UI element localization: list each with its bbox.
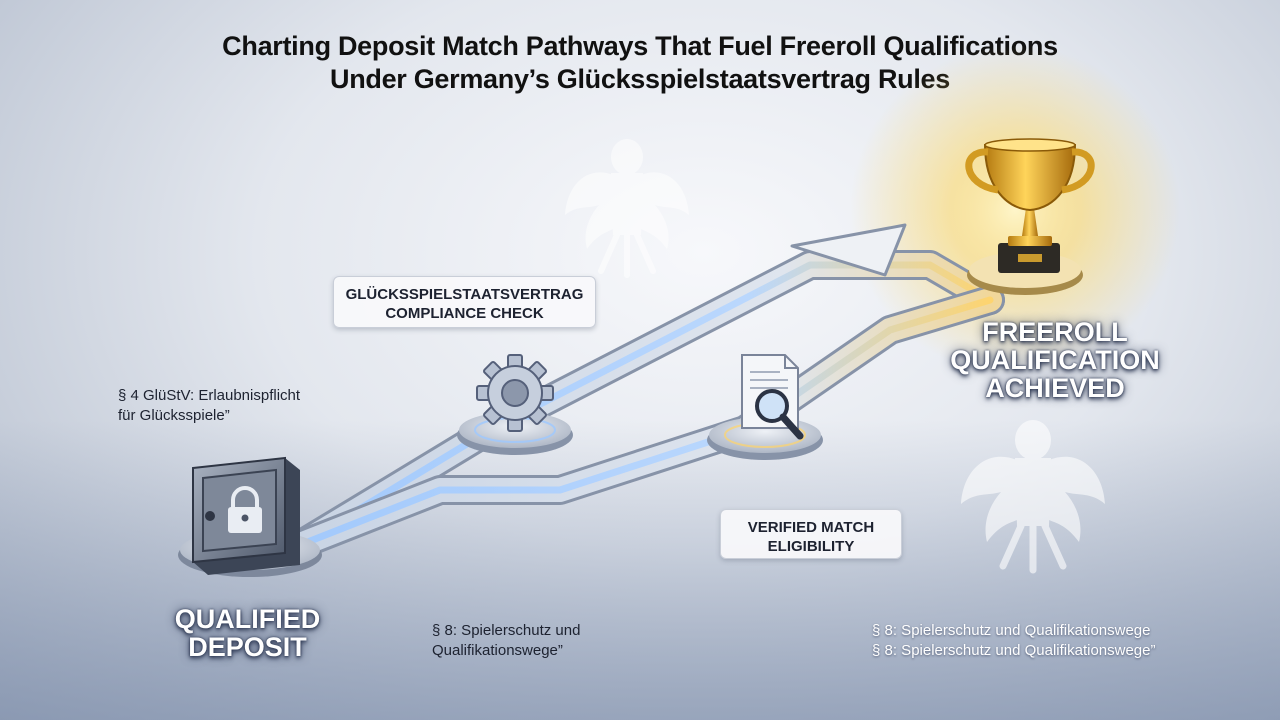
compliance-label-line-1: GLÜCKSSPIELSTAATSVERTRAG <box>345 286 584 303</box>
deposit-node <box>178 456 322 577</box>
trophy-icon <box>965 138 1095 273</box>
citation-section-8-right: § 8: Spielerschutz und Qualifikationsweg… <box>872 621 1156 661</box>
qualified-deposit-label: QUALIFIED DEPOSIT <box>160 605 335 661</box>
freeroll-label-line-3: ACHIEVED <box>985 373 1125 403</box>
deposit-label-line-2: DEPOSIT <box>188 632 307 662</box>
citation-middle-line-2: Qualifikationswege” <box>432 642 563 659</box>
verified-match-label: VERIFIED MATCH ELIGIBILITY <box>720 509 902 559</box>
compliance-label-line-2: COMPLIANCE CHECK <box>385 305 544 322</box>
verified-label-line-2: ELIGIBILITY <box>767 538 855 555</box>
freeroll-node <box>965 138 1095 295</box>
safe-lock-icon <box>192 456 300 575</box>
citation-left-line-1: § 4 GlüStV: Erlaubnispflicht <box>118 387 301 404</box>
citation-left-line-2: für Glücksspiele” <box>118 407 230 424</box>
citation-middle-line-1: § 8: Spielerschutz und <box>432 622 581 639</box>
verified-label-line-1: VERIFIED MATCH <box>747 519 875 536</box>
citation-right-line-1: § 8: Spielerschutz und Qualifikationsweg… <box>872 622 1151 639</box>
pathway-tracks <box>285 223 1005 560</box>
compliance-node <box>457 354 573 455</box>
citation-right-line-2: § 8: Spielerschutz und Qualifikationsweg… <box>872 642 1156 659</box>
gear-icon <box>476 354 554 432</box>
compliance-check-label: GLÜCKSSPIELSTAATSVERTRAG COMPLIANCE CHEC… <box>333 276 596 328</box>
deposit-label-line-1: QUALIFIED <box>174 604 321 634</box>
citation-section-8-middle: § 8: Spielerschutz und Qualifikationsweg… <box>432 621 580 661</box>
federal-eagle-icon <box>565 139 689 278</box>
document-magnifier-icon <box>741 354 804 440</box>
freeroll-qualification-label: FREEROLL QUALIFICATION ACHIEVED <box>950 318 1160 402</box>
freeroll-label-line-2: QUALIFICATION <box>950 345 1160 375</box>
citation-gluestv-4: § 4 GlüStV: Erlaubnispflicht für Glückss… <box>118 386 300 426</box>
title-line-1: Charting Deposit Match Pathways That Fue… <box>222 31 1058 61</box>
federal-eagle-icon <box>961 420 1105 574</box>
verified-node <box>707 354 823 460</box>
freeroll-label-line-1: FREEROLL <box>982 317 1128 347</box>
title-line-2: Under Germany’s Glücksspielstaatsvertrag… <box>330 64 950 94</box>
trophy-glow <box>850 45 1180 375</box>
page-title: Charting Deposit Match Pathways That Fue… <box>0 30 1280 96</box>
